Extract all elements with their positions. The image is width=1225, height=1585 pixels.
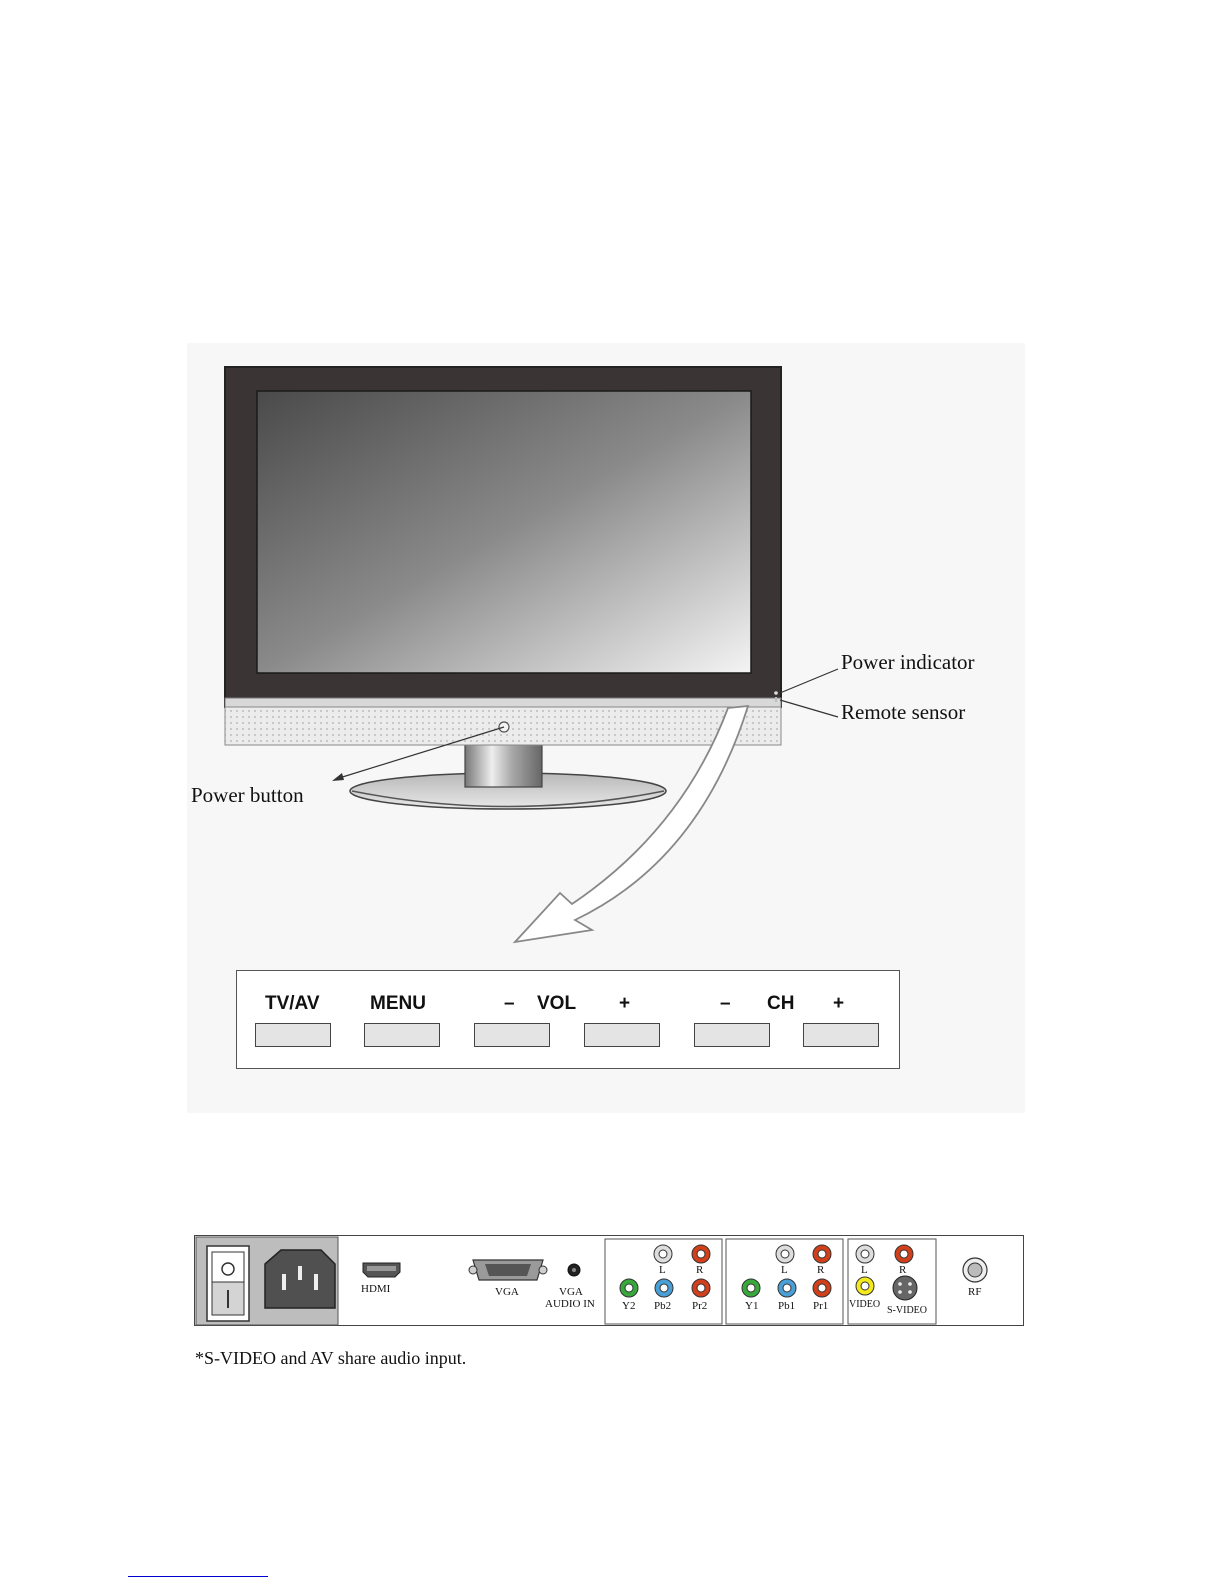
footnote: *S-VIDEO and AV share audio input. bbox=[195, 1348, 466, 1369]
menu-label: MENU bbox=[370, 993, 426, 1015]
av-l-label: L bbox=[861, 1264, 868, 1276]
rear-connector-panel: HDMI VGA VGA AUDIO IN L R Y2 Pb2 Pr2 L R… bbox=[194, 1235, 1024, 1326]
page-footer-rule bbox=[128, 1576, 268, 1577]
power-indicator-label: Power indicator bbox=[841, 650, 975, 675]
vol-plus-label: + bbox=[619, 993, 630, 1015]
tvav-button[interactable] bbox=[255, 1023, 331, 1047]
svideo-port bbox=[893, 1276, 917, 1300]
comp2-r-label: R bbox=[696, 1264, 703, 1276]
comp1-pb-label: Pb1 bbox=[778, 1300, 795, 1312]
vol-label: VOL bbox=[537, 993, 576, 1015]
vga-audio-label-1: VGA bbox=[559, 1286, 583, 1298]
comp1-y-label: Y1 bbox=[745, 1300, 758, 1312]
comp2-l-label: L bbox=[659, 1264, 666, 1276]
power-button-label: Power button bbox=[191, 783, 304, 808]
ch-minus-label: – bbox=[720, 993, 731, 1015]
comp2-y-label: Y2 bbox=[622, 1300, 635, 1312]
tvav-label: TV/AV bbox=[265, 993, 320, 1015]
comp2-pr-label: Pr2 bbox=[692, 1300, 707, 1312]
vol-minus-label: – bbox=[504, 993, 515, 1015]
comp1-r-label: R bbox=[817, 1264, 824, 1276]
remote-sensor-label: Remote sensor bbox=[841, 700, 965, 725]
av-r-label: R bbox=[899, 1264, 906, 1276]
vga-audio-label-2: AUDIO IN bbox=[545, 1298, 595, 1310]
hdmi-label: HDMI bbox=[361, 1283, 390, 1295]
rf-label: RF bbox=[968, 1286, 981, 1298]
vol-down-button[interactable] bbox=[474, 1023, 550, 1047]
vol-up-button[interactable] bbox=[584, 1023, 660, 1047]
comp1-pr-label: Pr1 bbox=[813, 1300, 828, 1312]
av-video-label: VIDEO bbox=[849, 1299, 880, 1310]
control-panel: TV/AV MENU – VOL + – CH + bbox=[236, 970, 900, 1069]
ch-up-button[interactable] bbox=[803, 1023, 879, 1047]
ch-plus-label: + bbox=[833, 993, 844, 1015]
ch-down-button[interactable] bbox=[694, 1023, 770, 1047]
vga-label: VGA bbox=[495, 1286, 519, 1298]
ch-label: CH bbox=[767, 993, 794, 1015]
comp2-pb-label: Pb2 bbox=[654, 1300, 671, 1312]
menu-button[interactable] bbox=[364, 1023, 440, 1047]
av-svideo-label: S-VIDEO bbox=[887, 1305, 927, 1316]
comp1-l-label: L bbox=[781, 1264, 788, 1276]
